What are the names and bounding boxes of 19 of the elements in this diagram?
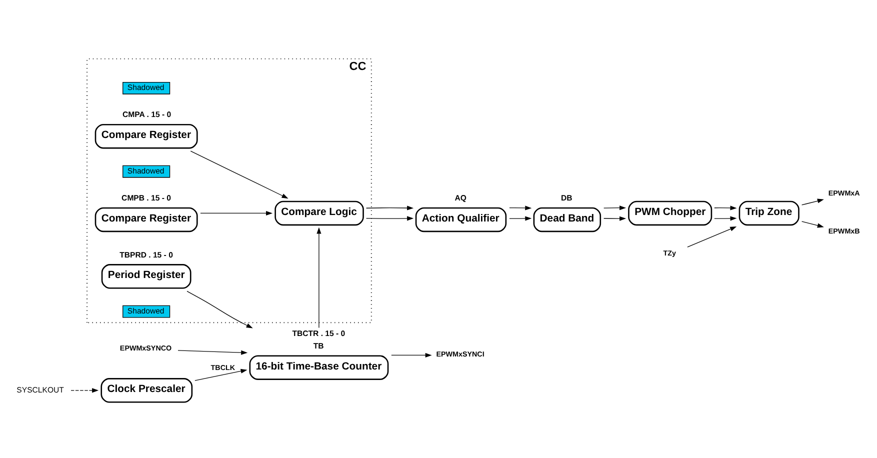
arrow	[178, 350, 248, 354]
arrow	[194, 368, 248, 380]
arrow	[801, 220, 824, 228]
arrow	[186, 290, 253, 328]
arrow	[190, 150, 288, 198]
arrow	[366, 216, 414, 220]
arrow	[604, 216, 626, 220]
arrow	[604, 205, 626, 210]
arrow	[509, 205, 532, 210]
arrow	[509, 216, 532, 220]
arrow	[714, 216, 737, 220]
arrow	[70, 388, 99, 392]
arrow	[391, 352, 432, 358]
arrow	[200, 210, 273, 215]
arrow	[316, 226, 322, 328]
arrow	[801, 198, 824, 205]
arrow	[714, 205, 737, 210]
arrow	[366, 205, 414, 210]
arrow	[687, 226, 737, 247]
